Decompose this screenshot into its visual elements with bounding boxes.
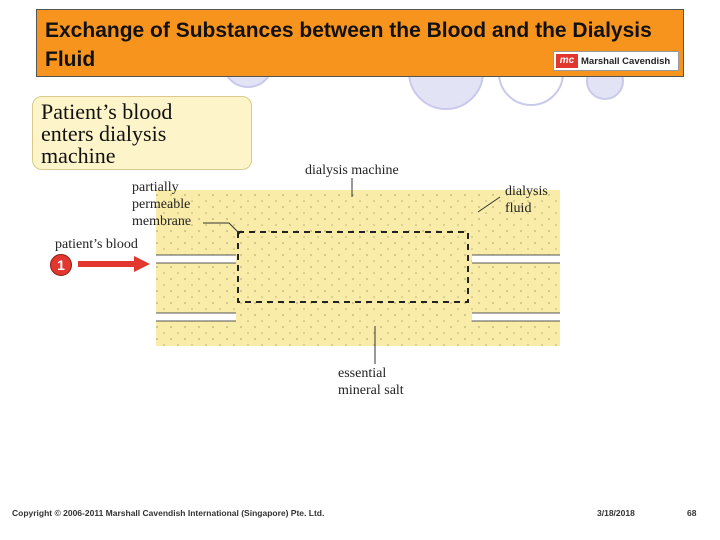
callout-line: enters dialysis xyxy=(41,121,167,146)
logo-text: Marshall Cavendish xyxy=(581,55,671,67)
step-number-badge: 1 xyxy=(50,254,72,276)
slide-title: Exchange of Substances between the Blood… xyxy=(45,19,652,71)
label-dialysis-machine: dialysis machine xyxy=(305,163,399,178)
label-membrane: partially permeable membrane xyxy=(132,180,192,229)
label-mineral-salt: essential mineral salt xyxy=(338,366,404,398)
footer-copyright: Copyright © 2006-2011 Marshall Cavendish… xyxy=(12,508,325,518)
blood-flow-arrow xyxy=(78,256,150,272)
publisher-logo: mc Marshall Cavendish xyxy=(553,51,679,71)
tube-walls xyxy=(156,255,560,321)
partially-permeable-membrane xyxy=(237,231,469,303)
footer-page-number: 68 xyxy=(687,508,697,518)
callout-line: Patient’s blood xyxy=(41,99,173,124)
logo-mark: mc xyxy=(556,54,578,68)
title-banner: Exchange of Substances between the Blood… xyxy=(36,9,684,77)
pointer-membrane xyxy=(203,222,241,235)
label-patients-blood: patient’s blood xyxy=(55,237,138,252)
pointer-dialysis-fluid xyxy=(477,196,501,213)
label-dialysis-fluid: dialysis fluid xyxy=(505,184,548,216)
callout-line: machine xyxy=(41,143,116,168)
footer-date: 3/18/2018 xyxy=(597,508,635,518)
step-callout: Patient’s blood enters dialysis machine xyxy=(32,96,252,170)
